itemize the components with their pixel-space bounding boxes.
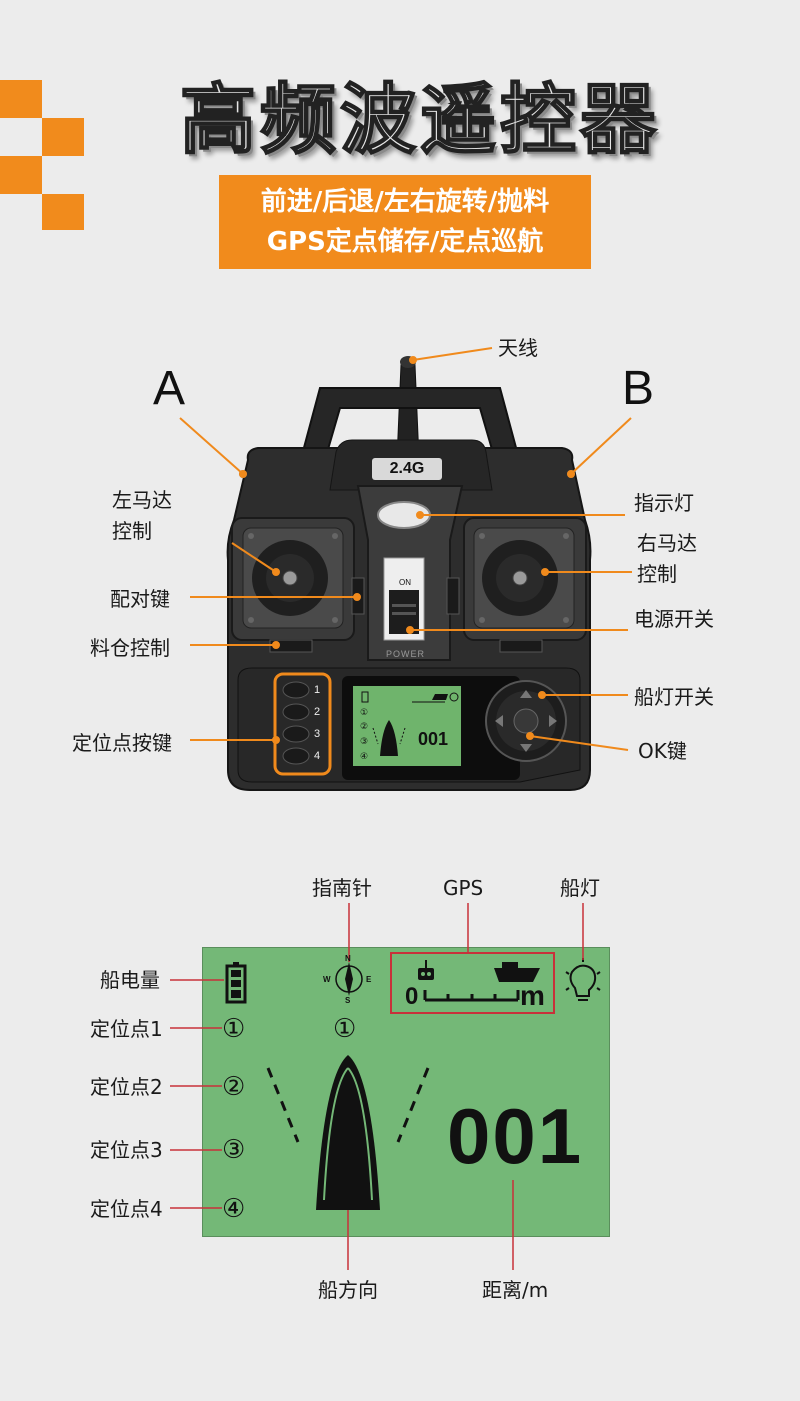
- callout-boat-light-switch: 船灯开关: [634, 685, 714, 709]
- compass-s: S: [345, 996, 351, 1005]
- point-marker-2: ②: [222, 1072, 246, 1102]
- small-lcd-point-3: ③: [360, 737, 369, 747]
- feature-line-2: GPS定点储存/定点巡航: [266, 227, 544, 257]
- battery-icon: [225, 962, 247, 1004]
- compass-point-marker: ①: [333, 1014, 357, 1044]
- preset-key-2-label: 2: [314, 706, 321, 718]
- frequency-badge: 2.4G: [372, 458, 442, 480]
- small-lcd-point-4: ④: [360, 752, 369, 762]
- scale-start: 0: [405, 983, 419, 1010]
- decor-square: [0, 80, 42, 118]
- point-marker-3: ③: [222, 1135, 246, 1165]
- ok-button-icon: [513, 708, 539, 734]
- callout-indicator: 指示灯: [634, 491, 694, 515]
- decor-square: [42, 118, 84, 156]
- callout-preset-keys: 定位点按键: [72, 731, 172, 755]
- callout-antenna: 天线: [498, 336, 538, 360]
- gps-scale-icon: [418, 960, 540, 1002]
- decor-square: [42, 194, 84, 230]
- callout-point-3: 定位点3: [90, 1138, 163, 1162]
- preset-key-3: [282, 725, 310, 743]
- side-label-b: B: [622, 362, 655, 415]
- callout-left-motor-2: 控制: [112, 519, 152, 543]
- callout-distance: 距离/m: [482, 1278, 549, 1302]
- preset-key-1-label: 1: [314, 684, 321, 696]
- gps-box: [390, 952, 555, 1014]
- small-lcd-point-1: ①: [360, 708, 369, 718]
- boat-heading-icon: [266, 1055, 430, 1210]
- trim-bottom-right: [499, 639, 543, 653]
- page-title: 高频波遥控器: [179, 74, 660, 165]
- compass-w: W: [323, 975, 331, 984]
- callout-boat-light: 船灯: [560, 876, 600, 900]
- callout-point-2: 定位点2: [90, 1075, 163, 1099]
- lcd-distance-value: 001: [447, 1092, 584, 1180]
- callout-ok-key: OK键: [638, 739, 687, 763]
- callout-pair-key: 配对键: [110, 587, 170, 611]
- feature-banner: 前进/后退/左右旋转/抛料 GPS定点储存/定点巡航: [219, 175, 591, 269]
- small-lcd-point-2: ②: [360, 722, 369, 732]
- scale-unit: m: [520, 980, 545, 1011]
- preset-key-4-label: 4: [314, 750, 321, 762]
- switch-on-label: ON: [399, 578, 411, 587]
- trim-right: [446, 577, 460, 615]
- callout-right-motor-2: 控制: [637, 562, 677, 586]
- preset-key-3-label: 3: [314, 728, 321, 740]
- callout-gps: GPS: [443, 876, 484, 900]
- preset-key-box: [273, 672, 332, 776]
- callout-battery: 船电量: [100, 968, 160, 992]
- feature-line-1: 前进/后退/左右旋转/抛料: [260, 187, 550, 217]
- compass-n: N: [345, 954, 351, 963]
- preset-key-4: [282, 747, 310, 765]
- callout-power-switch: 电源开关: [634, 607, 714, 631]
- callout-heading: 船方向: [318, 1278, 378, 1302]
- compass-e: E: [366, 975, 372, 984]
- preset-key-2: [282, 703, 310, 721]
- callout-point-1: 定位点1: [90, 1017, 163, 1041]
- callout-right-motor-1: 右马达: [637, 531, 697, 555]
- decor-square: [0, 156, 42, 194]
- bulb-icon: [565, 958, 601, 1001]
- callout-point-4: 定位点4: [90, 1197, 163, 1221]
- callout-left-motor-1: 左马达: [112, 488, 172, 512]
- side-label-a: A: [153, 362, 186, 415]
- lcd-detail-screen: [202, 947, 610, 1237]
- power-label: POWER: [386, 649, 426, 659]
- point-marker-1: ①: [222, 1014, 246, 1044]
- small-lcd-distance: 001: [418, 729, 449, 749]
- compass-icon: [335, 962, 363, 996]
- preset-key-1: [282, 681, 310, 699]
- point-marker-4: ④: [222, 1194, 246, 1224]
- callout-hopper-control: 料仓控制: [90, 636, 170, 660]
- callout-compass: 指南针: [312, 876, 372, 900]
